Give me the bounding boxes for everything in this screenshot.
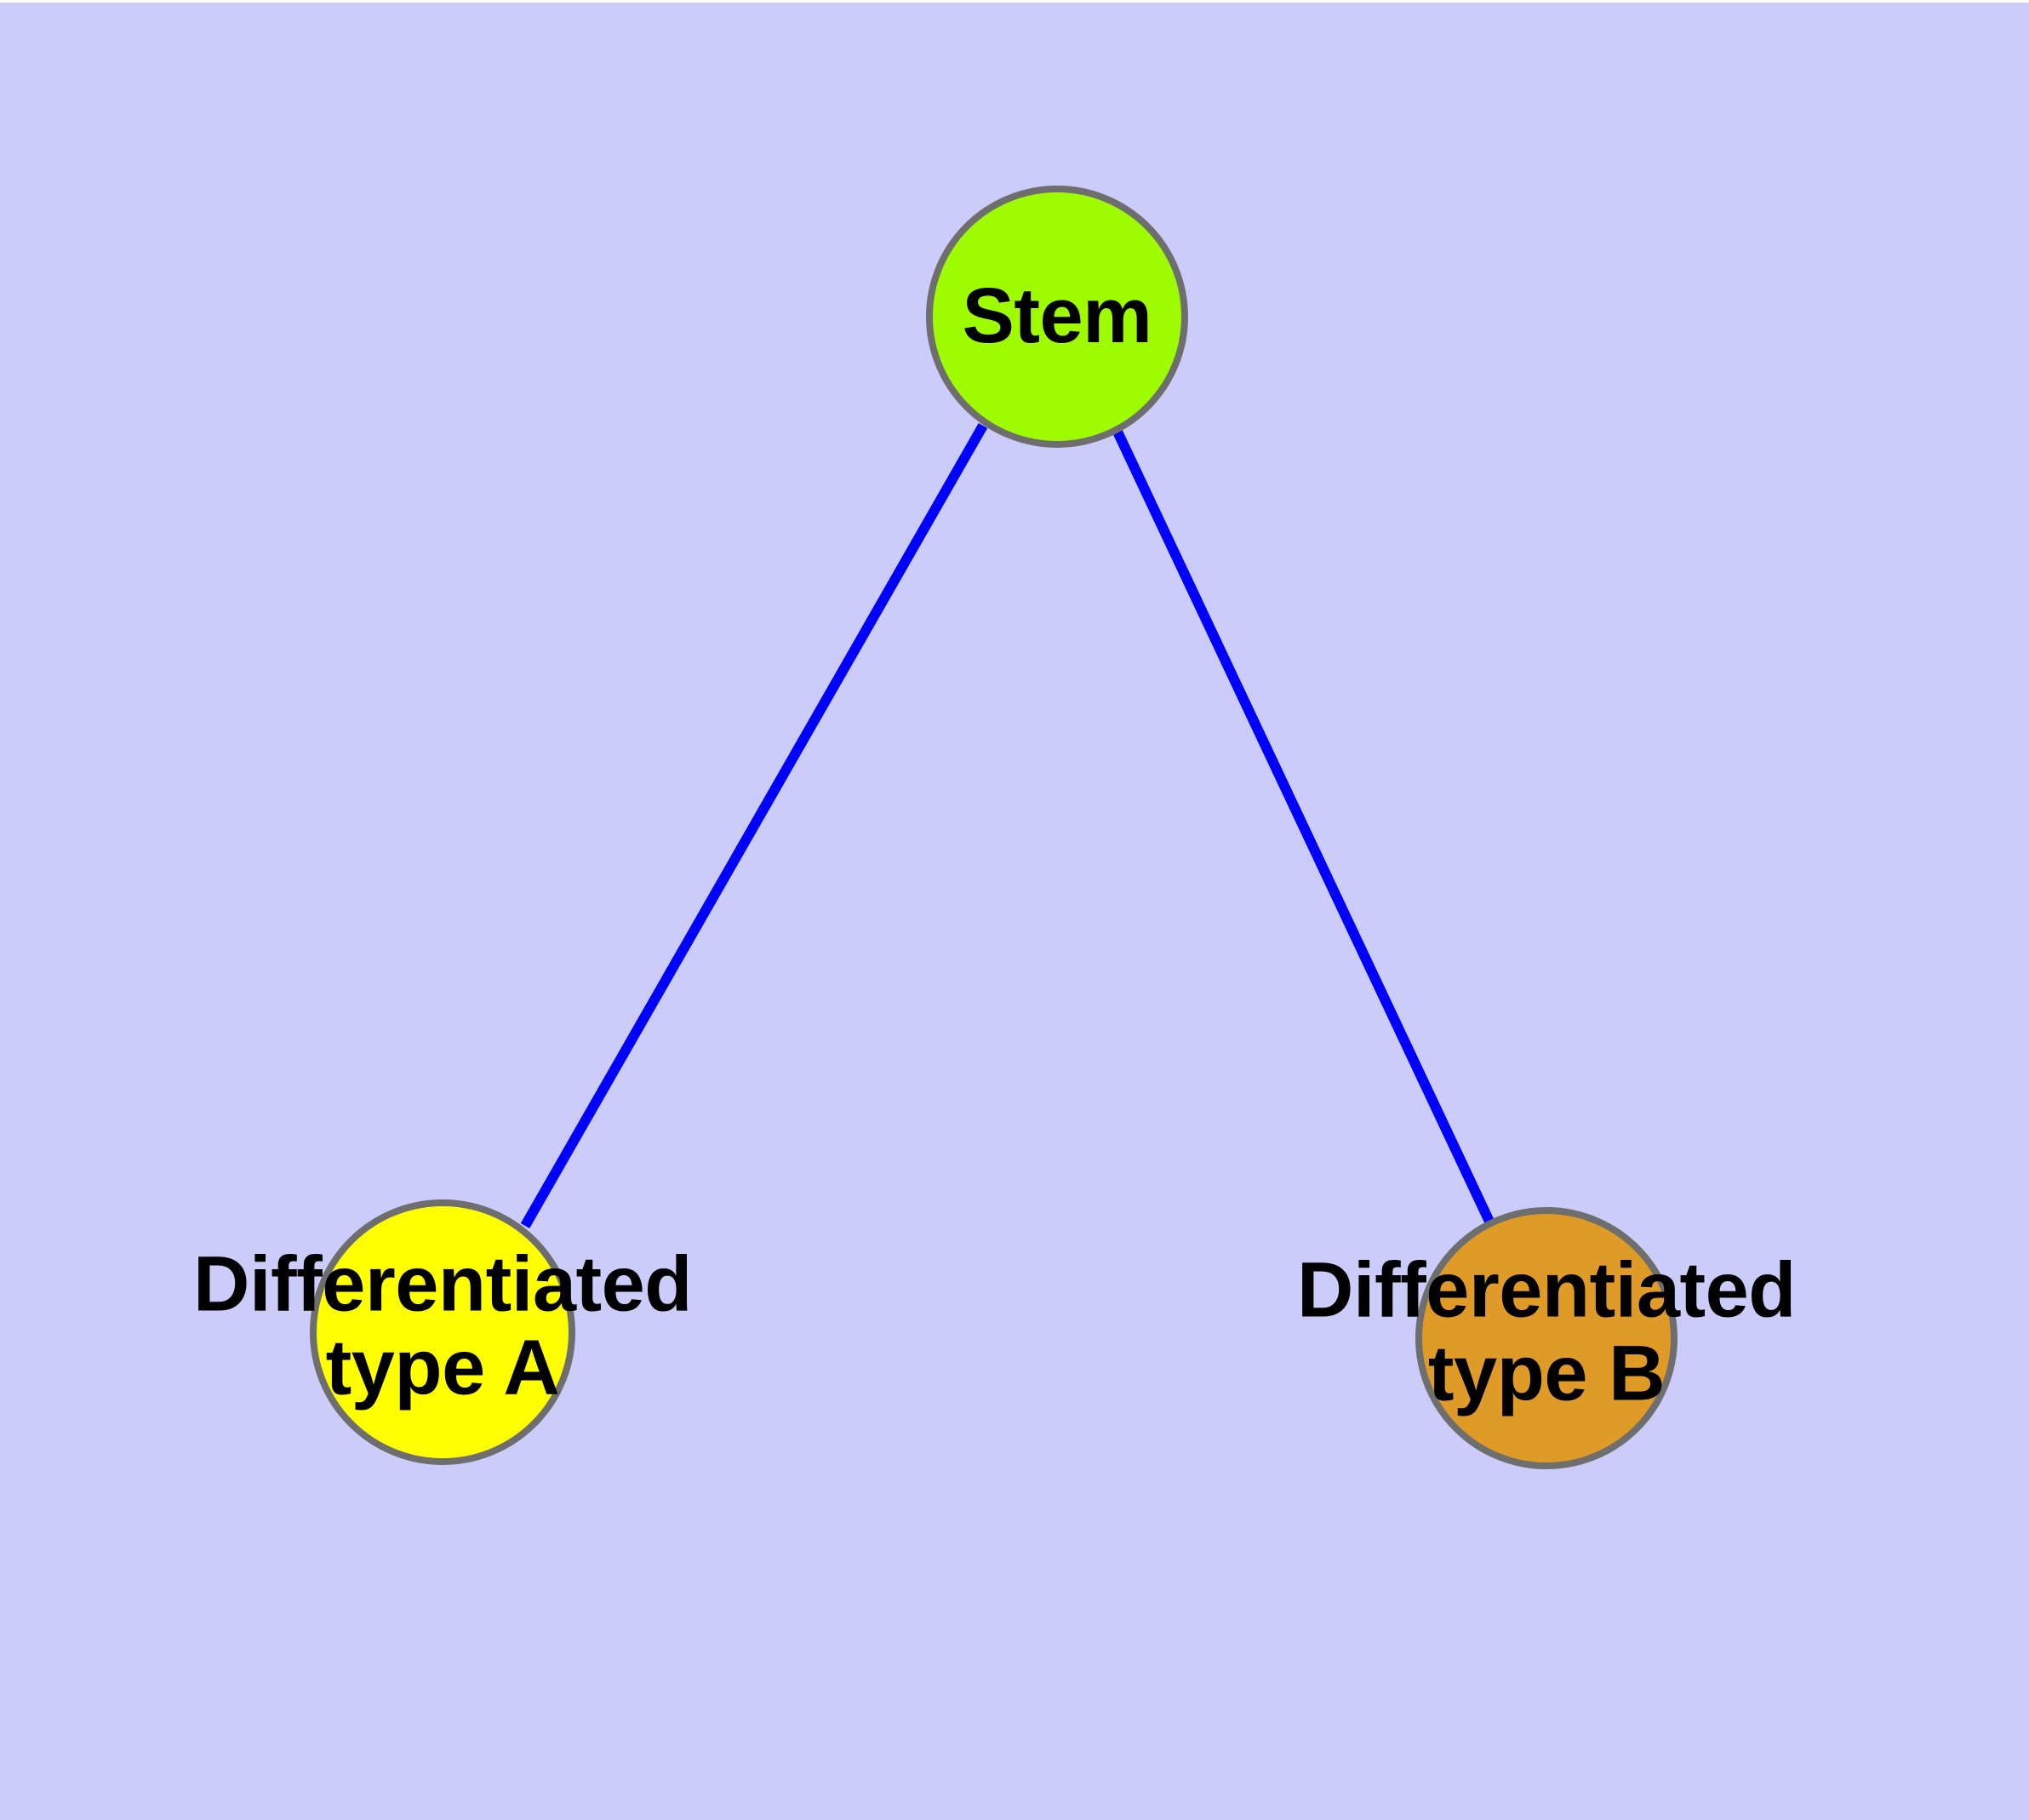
node-layer: [310, 186, 1677, 1469]
edge-stem-to-diff-b[interactable]: [1112, 427, 1495, 1226]
node-circle-stem[interactable]: [926, 186, 1188, 448]
edge-layer: [520, 423, 1495, 1228]
node-circle-diff-b[interactable]: [1415, 1207, 1677, 1469]
edge-stem-to-diff-a[interactable]: [520, 423, 988, 1228]
top-edge-strip: [0, 0, 2029, 3]
node-circle-diff-a[interactable]: [310, 1199, 575, 1465]
